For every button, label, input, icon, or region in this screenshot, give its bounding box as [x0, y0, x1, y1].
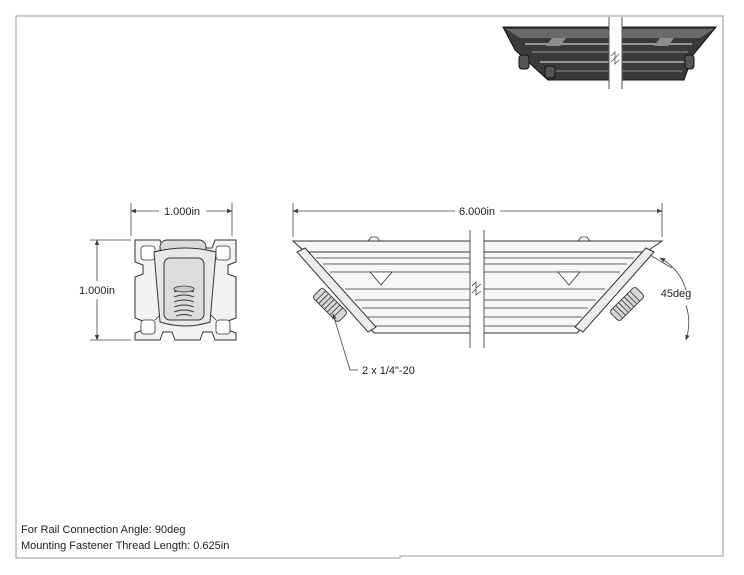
length-dimension: 6.000in: [459, 206, 495, 218]
end-height-dimension: 1.000in: [79, 285, 115, 297]
end-view: [134, 239, 237, 341]
front-view-dimensions: [292, 203, 690, 371]
note-thread-length: Mounting Fastener Thread Length: 0.625in: [21, 540, 230, 552]
end-width-dimension: 1.000in: [164, 206, 200, 218]
fastener-callout: 2 x 1/4"-20: [362, 365, 415, 377]
front-view: [291, 230, 664, 348]
end-view-dimensions: [90, 203, 233, 341]
drawing-notes: For Rail Connection Angle: 90deg Mountin…: [21, 522, 229, 554]
note-rail-angle: For Rail Connection Angle: 90deg: [21, 524, 186, 536]
angle-dimension: 45deg: [661, 288, 692, 300]
isometric-view: [502, 17, 718, 89]
sheet-border: [15, 15, 724, 559]
